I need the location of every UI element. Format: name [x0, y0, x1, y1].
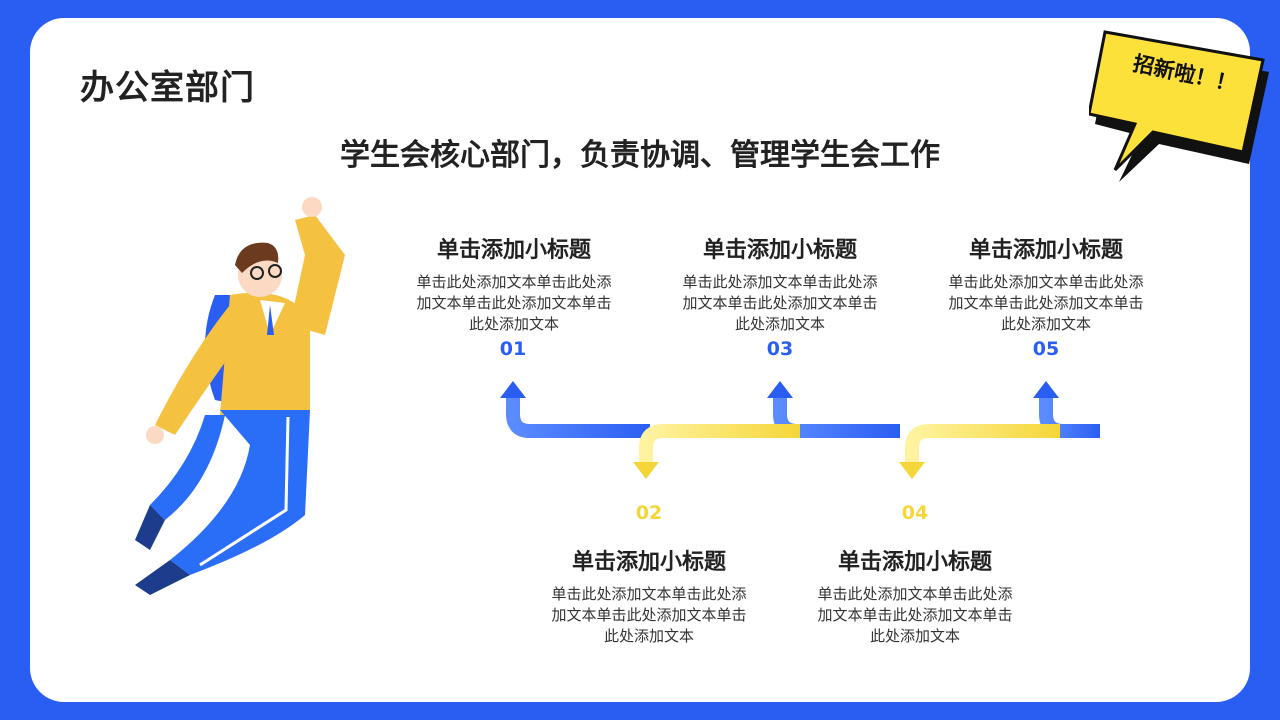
step-number: 03: [766, 338, 794, 360]
subtitle: 学生会核心部门，负责协调、管理学生会工作: [340, 138, 940, 173]
arrow-up-01: [500, 381, 526, 398]
step-number: 01: [499, 338, 527, 360]
step-title[interactable]: 单击添加小标题: [436, 238, 591, 263]
step-block-05: 单击添加小标题 单击此处添加文本单击此处添加文本单击此处添加文本单击此处添加文本: [931, 232, 1161, 335]
step-block-03: 单击添加小标题 单击此处添加文本单击此处添加文本单击此处添加文本单击此处添加文本: [665, 232, 895, 335]
step-title[interactable]: 单击添加小标题: [702, 238, 857, 263]
arrow-up-05: [1033, 381, 1059, 398]
step-number: 04: [901, 502, 929, 524]
arrow-down-04: [899, 462, 925, 479]
step-body[interactable]: 单击此处添加文本单击此处添加文本单击此处添加文本单击此处添加文本: [682, 273, 878, 333]
page-title: 办公室部门: [80, 68, 255, 108]
step-title[interactable]: 单击添加小标题: [968, 238, 1123, 263]
step-body[interactable]: 单击此处添加文本单击此处添加文本单击此处添加文本单击此处添加文本: [948, 273, 1144, 333]
step-title[interactable]: 单击添加小标题: [837, 550, 992, 575]
arrow-down-02: [633, 462, 659, 479]
arrow-up-03: [767, 381, 793, 398]
step-number: 05: [1032, 338, 1060, 360]
step-title[interactable]: 单击添加小标题: [571, 550, 726, 575]
student-illustration: [135, 197, 345, 595]
step-block-01: 单击添加小标题 单击此处添加文本单击此处添加文本单击此处添加文本单击此处添加文本: [399, 232, 629, 335]
step-body[interactable]: 单击此处添加文本单击此处添加文本单击此处添加文本单击此处添加文本: [416, 273, 612, 333]
step-block-04: 单击添加小标题 单击此处添加文本单击此处添加文本单击此处添加文本单击此处添加文本: [800, 544, 1030, 647]
step-block-02: 单击添加小标题 单击此处添加文本单击此处添加文本单击此处添加文本单击此处添加文本: [534, 544, 764, 647]
step-body[interactable]: 单击此处添加文本单击此处添加文本单击此处添加文本单击此处添加文本: [817, 585, 1013, 645]
step-body[interactable]: 单击此处添加文本单击此处添加文本单击此处添加文本单击此处添加文本: [551, 585, 747, 645]
step-number: 02: [635, 502, 663, 524]
speech-bubble-badge: [1089, 30, 1269, 182]
